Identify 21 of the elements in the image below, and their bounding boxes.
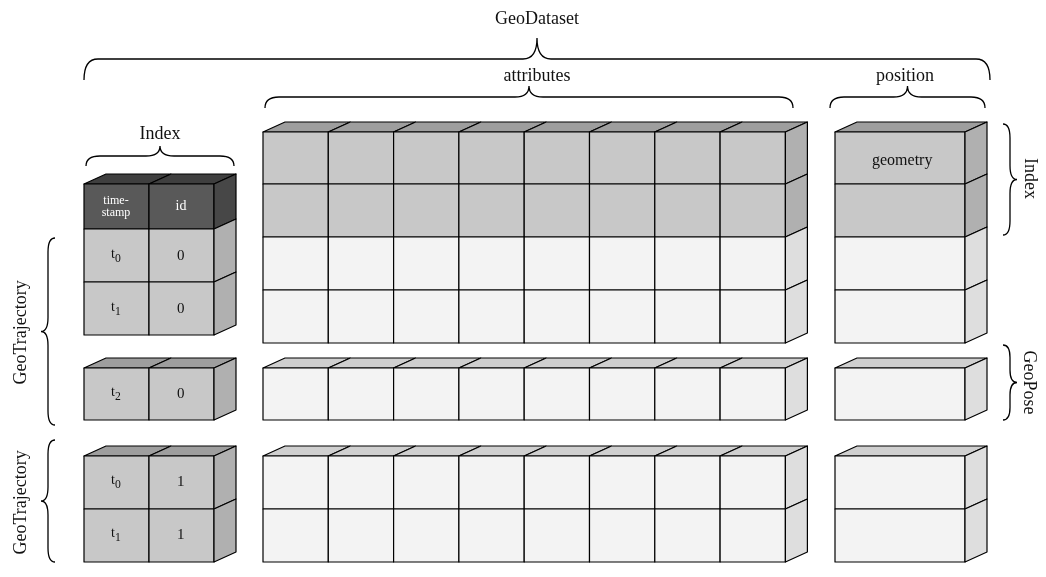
cell-text: 0: [177, 386, 185, 402]
cell-text: t$_{0}$: [111, 473, 121, 492]
cell-text: 0: [177, 248, 185, 264]
cell-text: t$_{1}$: [111, 300, 121, 319]
cell-text: 0: [177, 301, 185, 317]
cell-text: t$_{0}$: [111, 247, 121, 266]
heading: attributes: [503, 65, 571, 85]
heading: position: [876, 65, 934, 85]
heading: Index: [1020, 157, 1040, 199]
cell-text: 1: [177, 527, 185, 543]
cell-text: 1: [177, 474, 185, 490]
heading: GeoPose: [1020, 349, 1040, 414]
cell-text: time-stamp: [100, 193, 132, 219]
heading: GeoTrajectory: [10, 279, 30, 385]
cell-text: id: [175, 198, 187, 214]
cell-text: t$_{2}$: [111, 385, 121, 404]
heading: GeoDataset: [495, 8, 579, 28]
heading: Index: [139, 123, 181, 143]
heading: GeoTrajectory: [10, 449, 30, 555]
cell-text: geometry: [872, 151, 933, 169]
cell-text: t$_{1}$: [111, 526, 121, 545]
